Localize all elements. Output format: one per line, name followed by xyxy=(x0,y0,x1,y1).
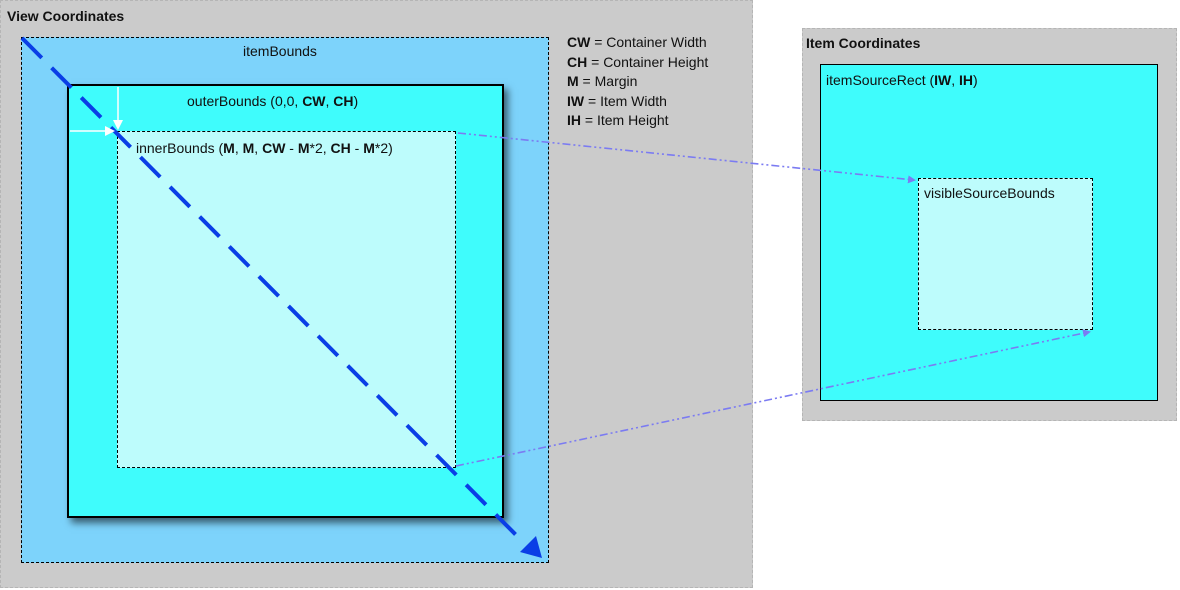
inner-bounds-prefix: innerBounds ( xyxy=(136,140,224,156)
item-source-rect-suffix: ) xyxy=(973,72,978,88)
outer-bounds-ch: CH xyxy=(333,93,354,109)
legend-text-ih: = Item Height xyxy=(581,112,669,128)
inner-bounds-ch: CH xyxy=(330,140,351,156)
inner-bounds-cw: CW xyxy=(262,140,286,156)
legend-item-ih: IH = Item Height xyxy=(567,111,708,131)
mapping-arrow-bottom xyxy=(455,329,1091,467)
inner-bounds-label: innerBounds (M, M, CW - M*2, CH - M*2) xyxy=(136,140,393,156)
legend-abbr-cw: CW xyxy=(567,34,591,50)
legend-item-ch: CH = Container Height xyxy=(567,53,708,73)
visible-source-bounds-rect: visibleSourceBounds xyxy=(918,178,1093,330)
inner-bounds-minus2: - xyxy=(350,140,364,156)
outer-bounds-suffix: ) xyxy=(353,93,359,109)
outer-bounds-prefix: outerBounds (0,0, xyxy=(187,93,303,109)
inner-bounds-m4: M xyxy=(363,140,375,156)
legend-item-m: M = Margin xyxy=(567,72,708,92)
diagonal-arrow-head xyxy=(520,536,542,558)
item-coordinates-title: Item Coordinates xyxy=(806,35,921,51)
legend-text-iw: = Item Width xyxy=(584,92,667,109)
legend-text-ch: = Container Height xyxy=(587,53,709,70)
abbreviation-legend: CW = Container Width CH = Container Heig… xyxy=(567,33,708,131)
diagonal-arrow-line xyxy=(20,36,527,546)
inner-bounds-times2: *2) xyxy=(374,140,393,156)
inner-bounds-times1: *2, xyxy=(309,140,331,156)
legend-abbr-ih: IH xyxy=(567,112,581,128)
inner-bounds-m1: M xyxy=(223,140,235,156)
item-source-rect-sep: , xyxy=(951,72,960,88)
outer-bounds-cw: CW xyxy=(302,93,326,109)
legend-item-iw: IW = Item Width xyxy=(567,92,708,112)
inner-bounds-minus1: - xyxy=(285,140,298,156)
legend-abbr-iw: IW xyxy=(567,92,585,109)
item-bounds-label: itemBounds xyxy=(243,43,317,59)
item-source-rect-prefix: itemSourceRect ( xyxy=(826,72,935,88)
inner-bounds-rect: innerBounds (M, M, CW - M*2, CH - M*2) xyxy=(117,131,456,468)
inner-bounds-sep1: , xyxy=(234,140,243,156)
view-coordinates-title: View Coordinates xyxy=(7,8,125,24)
legend-abbr-ch: CH xyxy=(567,53,588,70)
legend-text-m: = Margin xyxy=(578,73,638,89)
inner-bounds-sep2: , xyxy=(254,140,263,156)
visible-source-bounds-label: visibleSourceBounds xyxy=(924,185,1055,201)
legend-text-cw: = Container Width xyxy=(590,34,707,50)
legend-abbr-m: M xyxy=(567,73,579,89)
inner-bounds-m3: M xyxy=(297,140,310,156)
outer-bounds-sep: , xyxy=(325,93,334,109)
mapping-arrow-top xyxy=(457,132,916,184)
item-source-rect-label: itemSourceRect (IW, IH) xyxy=(826,72,978,88)
item-source-rect-iw: IW xyxy=(934,72,952,88)
inner-bounds-m2: M xyxy=(242,140,255,156)
legend-item-cw: CW = Container Width xyxy=(567,33,708,53)
outer-bounds-label: outerBounds (0,0, CW, CH) xyxy=(187,93,358,109)
item-source-rect-ih: IH xyxy=(959,72,974,88)
